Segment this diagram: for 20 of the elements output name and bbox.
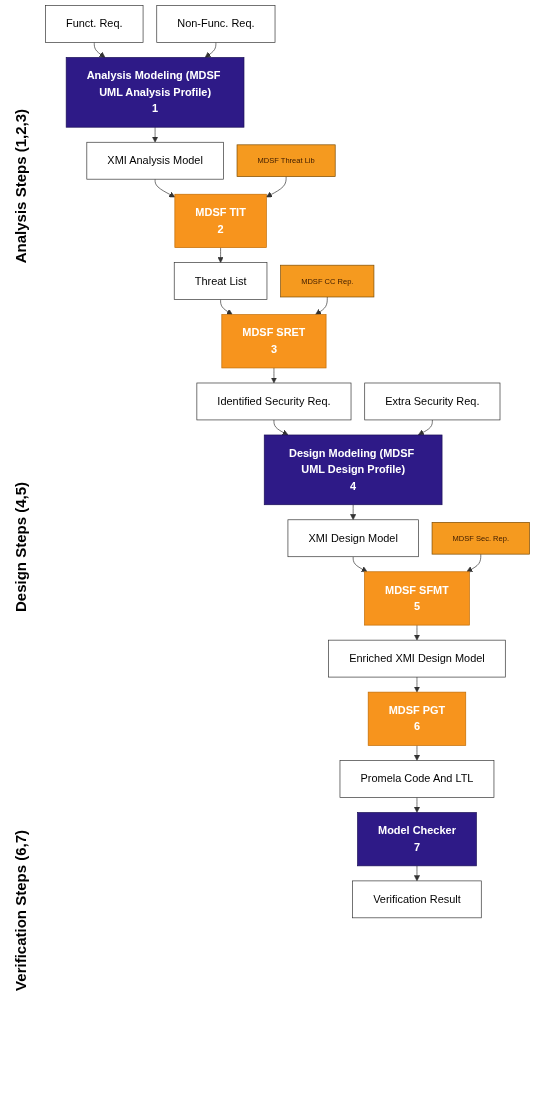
node-box: XMI Analysis Model [86,141,224,180]
node-box: Design Modeling (MDSF UML Design Profile) 4 [263,434,443,506]
step-group-label: Verification Steps (6,7) [11,829,29,991]
node-box: MDSF PGT 6 [367,691,467,746]
node-box: Threat List [173,262,268,300]
node-box: Identified Security Req. [196,382,352,421]
node-box: Promela Code And LTL [339,760,495,798]
node-box: MDSF SFMT 5 [364,571,470,626]
node-box: MDSF SRET 3 [221,314,327,369]
node-box: MDSF TIT 2 [174,193,267,248]
node-box: Non-Func. Req. [156,5,276,43]
step-group-label: Design Steps (4,5) [11,481,29,612]
step-group-label: Analysis Steps (1,2,3) [11,109,29,264]
node-box: Enriched XMI Design Model [328,639,506,678]
node-box: Analysis Modeling (MDSF UML Analysis Profile) 1 [65,57,245,128]
node-box: Verification Result [352,880,482,919]
node-box: XMI Design Model [287,519,419,558]
node-box: Funct. Req. [45,5,144,43]
node-box: Model Checker 7 [357,812,477,867]
node-box: Extra Security Req. [364,382,501,421]
